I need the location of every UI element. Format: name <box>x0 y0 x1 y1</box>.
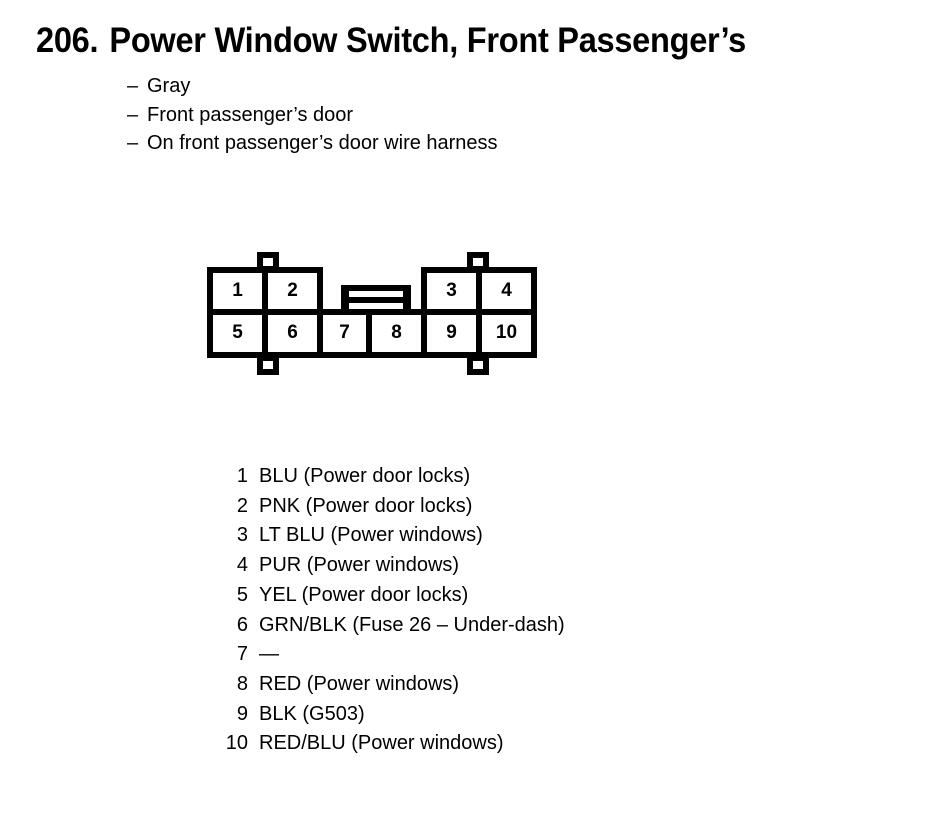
legend-row: 5 YEL (Power door locks) <box>214 581 734 611</box>
legend-row: 3 LT BLU (Power windows) <box>214 521 734 551</box>
connector-pin-cell-9: 9 <box>421 309 482 358</box>
pin-number-label: 7 <box>339 322 350 343</box>
legend-pin-description: YEL (Power door locks) <box>259 583 469 606</box>
connector-pin-cell-3: 3 <box>421 267 482 315</box>
connector-tab-notch <box>473 258 483 266</box>
attribute-label: Front passenger’s door <box>147 103 354 126</box>
connector-tab-bottom-left-icon <box>257 355 279 375</box>
legend-row: 8 RED (Power windows) <box>214 670 734 700</box>
latch-slot <box>349 303 403 309</box>
legend-pin-description: PUR (Power windows) <box>259 554 460 577</box>
legend-row: 1 BLU (Power door locks) <box>214 462 734 492</box>
pin-number-label: 1 <box>232 279 243 301</box>
page-title: 206. Power Window Switch, Front Passenger… <box>36 20 854 62</box>
legend-pin-description: BLK (G503) <box>259 702 365 725</box>
connector-tab-notch <box>263 258 273 266</box>
connector-tab-notch <box>263 361 273 369</box>
legend-row: 2 PNK (Power door locks) <box>214 492 734 522</box>
latch-gap <box>349 297 403 303</box>
pin-number-label: 2 <box>287 279 298 301</box>
legend-pin-description: GRN/BLK (Fuse 26 – Under-dash) <box>259 613 565 636</box>
pin-number-label: 4 <box>501 279 512 301</box>
latch-slot <box>349 291 403 297</box>
connector-pin-cell-6: 6 <box>262 309 323 358</box>
pin-number-label: 10 <box>495 322 518 343</box>
legend-pin-number: 10 <box>225 732 248 755</box>
connector-tab-notch <box>473 361 483 369</box>
connector-pin-cell-4: 4 <box>476 267 537 315</box>
legend-pin-description: BLU (Power door locks) <box>259 465 471 487</box>
legend-pin-number: 3 <box>236 524 248 547</box>
legend-pin-description: LT BLU (Power windows) <box>259 524 483 547</box>
legend-pin-description: PNK (Power door locks) <box>259 494 473 517</box>
connector-pin-cell-7: 7 <box>317 309 372 358</box>
connector-pin-cell-5: 5 <box>207 309 268 358</box>
legend-pin-number: 7 <box>236 643 248 666</box>
pin-number-label: 5 <box>232 322 243 343</box>
bullet-dash-icon: – <box>127 103 139 126</box>
legend-row: 9 BLK (G503) <box>214 700 734 730</box>
legend-pin-number: 5 <box>236 583 248 606</box>
attribute-item: –Front passenger’s door <box>127 101 727 130</box>
legend-row: 4 PUR (Power windows) <box>214 551 734 581</box>
attribute-label: Gray <box>147 75 191 97</box>
connector-tab-bottom-right-icon <box>467 355 489 375</box>
connector-pin-cell-8: 8 <box>366 309 427 358</box>
attribute-label: On front passenger’s door wire harness <box>147 132 498 154</box>
connector-diagram: 1 2 3 4 5 6 7 8 9 10 <box>207 252 547 377</box>
attribute-item: –On front passenger’s door wire harness <box>127 129 727 158</box>
legend-pin-number: 4 <box>236 554 248 577</box>
legend-pin-description: RED (Power windows) <box>259 672 460 695</box>
legend-pin-description: — <box>259 643 279 666</box>
legend-pin-number: 2 <box>236 494 248 517</box>
pin-number-label: 9 <box>446 322 457 343</box>
legend-row: 6 GRN/BLK (Fuse 26 – Under-dash) <box>214 611 734 641</box>
bullet-dash-icon: – <box>127 132 139 154</box>
legend-row: 10 RED/BLU (Power windows) <box>214 729 734 759</box>
page-header: 206. Power Window Switch, Front Passenger… <box>36 20 916 66</box>
bullet-dash-icon: – <box>127 75 139 97</box>
pin-number-label: 6 <box>287 322 298 343</box>
legend-pin-number: 9 <box>236 702 248 725</box>
pin-number-label: 8 <box>391 322 402 343</box>
legend-pin-number: 6 <box>236 613 248 636</box>
pin-legend: 1 BLU (Power door locks) 2 PNK (Power do… <box>214 462 734 759</box>
pin-number-label: 3 <box>446 279 457 301</box>
legend-pin-number: 1 <box>236 465 248 487</box>
legend-pin-number: 8 <box>236 672 248 695</box>
connector-pin-cell-2: 2 <box>262 267 323 315</box>
page-title-number: 206. <box>36 21 99 60</box>
page-title-text: Power Window Switch, Front Passenger’s <box>109 21 747 60</box>
component-attributes: –Gray –Front passenger’s door –On front … <box>127 72 727 158</box>
connector-pin-cell-1: 1 <box>207 267 268 315</box>
legend-pin-description: RED/BLU (Power windows) <box>259 732 504 755</box>
legend-row: 7 — <box>214 640 734 670</box>
connector-body: 1 2 3 4 5 6 7 8 9 10 <box>207 267 537 358</box>
connector-latch-icon <box>341 285 411 315</box>
connector-pin-cell-10: 10 <box>476 309 537 358</box>
attribute-item: –Gray <box>127 72 727 101</box>
